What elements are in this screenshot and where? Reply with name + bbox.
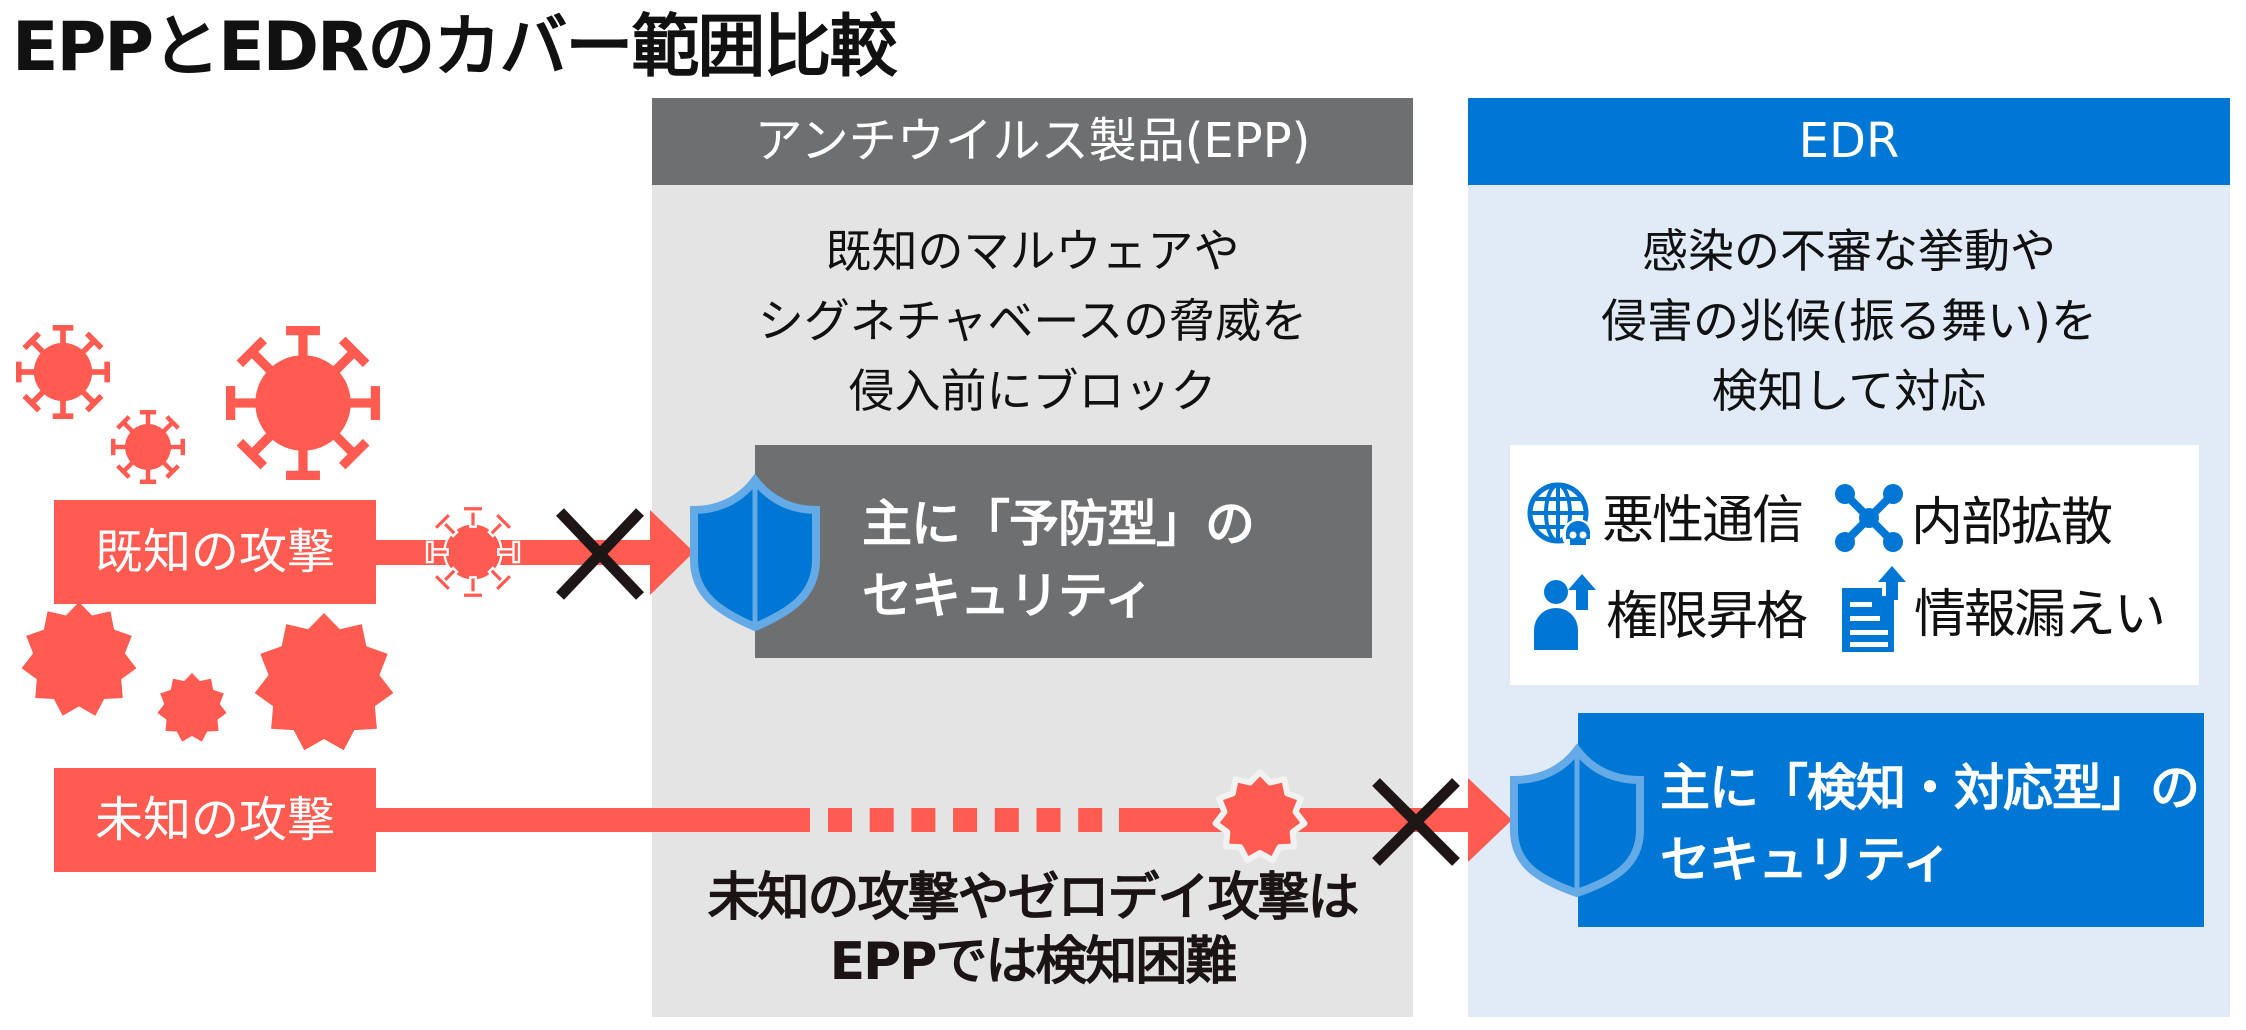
epp-security-type-line: 主に「予防型」の	[862, 495, 1255, 553]
starburst-malware-icon	[254, 613, 394, 751]
detection-label: 情報漏えい	[1914, 584, 2166, 645]
epp-description: 既知のマルウェアや シグネチャベースの脅威を 侵入前にブロック	[652, 216, 1413, 426]
virus-icon	[111, 410, 185, 484]
starburst-malware-icon	[21, 602, 137, 716]
virus-icon	[16, 325, 110, 419]
edr-description: 感染の不審な挙動や 侵害の兆候(振る舞い)を 検知して対応	[1468, 216, 2230, 426]
detection-label: 悪性通信	[1602, 491, 1804, 551]
starburst-malware-icon	[1212, 769, 1308, 864]
known-attack-arrow-head	[650, 510, 694, 595]
epp-limitation-line: EPPでは検知困難	[829, 932, 1238, 992]
edr-security-type-line: セキュリティ	[1660, 831, 1952, 889]
unknown-arrow-dash	[994, 808, 1019, 832]
detection-item-privilege-escalation: 権限昇格	[1534, 572, 1808, 650]
edr-security-type-line: 主に「検知・対応型」の	[1660, 759, 2200, 817]
shield-icon	[1510, 743, 1644, 898]
edr-security-type-text: 主に「検知・対応型」の セキュリティ	[1660, 752, 2200, 896]
detection-label: 内部拡散	[1911, 493, 2113, 553]
edr-description-line: 検知して対応	[1711, 364, 1987, 418]
virus-icon	[427, 506, 519, 598]
epp-limitation-note: 未知の攻撃やゼロデイ攻撃は EPPでは検知困難	[652, 866, 1413, 994]
blocked-x-icon	[1372, 778, 1460, 866]
detection-item-data-leak: 情報漏えい	[1842, 566, 2166, 652]
unknown-attack-label: 未知の攻撃	[54, 768, 376, 872]
virus-icon	[226, 326, 380, 480]
epp-description-line: 侵入前にブロック	[848, 364, 1217, 418]
unknown-attack-arrow	[376, 778, 1512, 862]
user-up-arrow-icon	[1534, 574, 1596, 650]
shield-icon	[690, 473, 820, 632]
starburst-malware-icon	[157, 673, 227, 742]
epp-limitation-line: 未知の攻撃やゼロデイ攻撃は	[707, 868, 1359, 928]
unknown-arrow-dash	[953, 808, 978, 832]
network-icon	[1835, 483, 1903, 552]
unknown-arrow-dash	[869, 808, 894, 832]
edr-description-line: 感染の不審な挙動や	[1642, 224, 2056, 278]
blocked-x-icon	[556, 508, 644, 600]
unknown-arrow-dash	[911, 808, 936, 832]
edr-description-line: 侵害の兆候(振る舞い)を	[1601, 294, 2097, 348]
edr-security-type-box	[1578, 713, 2204, 927]
unknown-arrow-dash	[1036, 808, 1061, 832]
epp-description-line: シグネチャベースの脅威を	[757, 294, 1308, 348]
known-attack-label: 既知の攻撃	[54, 500, 376, 604]
epp-security-type-text: 主に「予防型」の セキュリティ	[862, 488, 1255, 632]
unknown-arrow-dash	[828, 808, 852, 832]
page-title: EPPとEDRのカバー範囲比較	[12, 8, 897, 87]
unknown-attack-arrow-head	[1468, 778, 1512, 862]
detection-item-malicious-communication: 悪性通信	[1526, 478, 1804, 553]
epp-security-type-box	[755, 445, 1372, 658]
detection-item-lateral-movement: 内部拡散	[1833, 480, 2113, 555]
unknown-arrow-solid-segment	[376, 808, 810, 832]
epp-security-type-line: セキュリティ	[862, 567, 1154, 625]
globe-skull-icon	[1527, 482, 1594, 551]
document-up-arrow-icon	[1842, 566, 1906, 652]
detection-label: 権限昇格	[1606, 586, 1808, 647]
edr-panel-header: EDR	[1468, 98, 2230, 185]
unknown-arrow-dash	[1078, 808, 1103, 832]
epp-description-line: 既知のマルウェアや	[825, 224, 1240, 278]
epp-panel-header: アンチウイルス製品(EPP)	[652, 98, 1413, 185]
